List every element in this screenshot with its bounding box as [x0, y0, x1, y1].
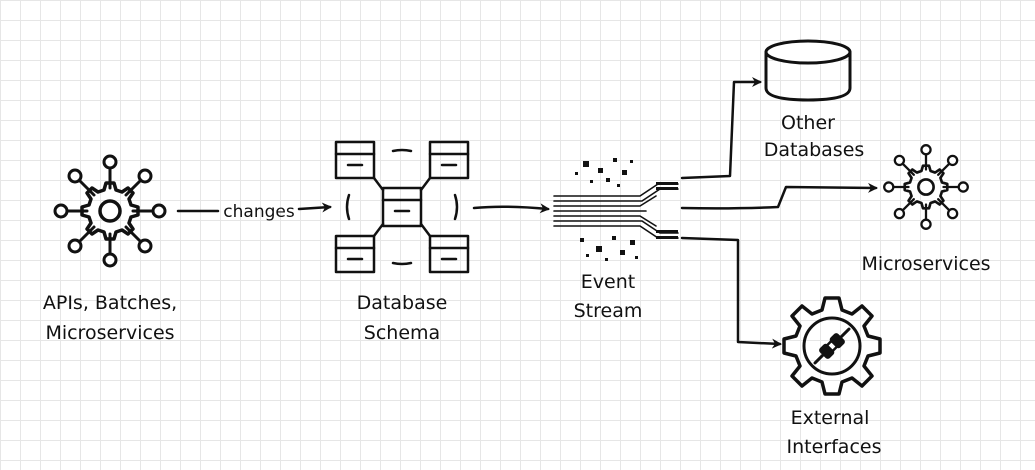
- stream-label-line1: Event: [581, 271, 635, 293]
- schema-node: Database Schema: [334, 140, 470, 344]
- microservices-label: Microservices: [861, 253, 990, 275]
- schema-label-line1: Database: [357, 292, 448, 314]
- other-databases-label-line1: Other: [781, 112, 835, 134]
- database-schema-icon: [334, 140, 470, 274]
- edge-stream-to-microservices: [680, 182, 878, 210]
- edge-schema-to-stream: [472, 203, 550, 214]
- microservice-hub-icon: [53, 154, 167, 268]
- edge-label-changes: changes: [223, 202, 295, 222]
- microservices-node: Microservices: [861, 143, 991, 275]
- edge-stream-to-external: [680, 236, 782, 349]
- plug-gear-icon: [782, 296, 882, 396]
- microservice-hub-icon: [882, 143, 970, 231]
- external-label-line2: Interfaces: [787, 436, 882, 458]
- external-interfaces-node: External Interfaces: [782, 296, 882, 458]
- schema-label-line2: Schema: [364, 322, 440, 344]
- edge-source-to-schema: changes: [176, 202, 332, 222]
- stream-label-line2: Stream: [574, 300, 643, 322]
- stream-node: Event Stream: [553, 158, 679, 322]
- source-label-line1: APIs, Batches,: [43, 292, 177, 314]
- other-databases-label-line2: Databases: [764, 139, 865, 161]
- source-label-line2: Microservices: [45, 322, 174, 344]
- edge-stream-to-other-databases: [680, 77, 762, 180]
- source-node: APIs, Batches, Microservices: [43, 154, 177, 344]
- database-cylinder-icon: [764, 39, 852, 102]
- external-label-line1: External: [791, 407, 870, 429]
- other-databases-node: Other Databases: [764, 39, 865, 161]
- event-stream-icon: [553, 158, 679, 261]
